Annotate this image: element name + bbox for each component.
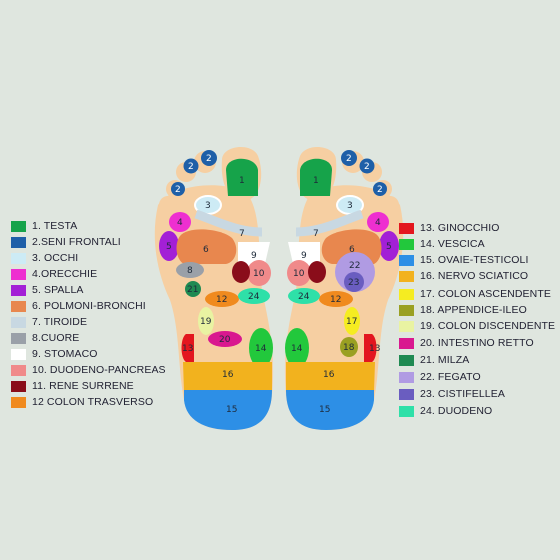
label-2-right-c: 2 bbox=[377, 185, 383, 195]
right-zone-14 bbox=[285, 328, 309, 368]
label-22-right: 22 bbox=[349, 261, 360, 271]
right-zone-16 bbox=[286, 362, 375, 392]
label-14-left: 14 bbox=[255, 344, 267, 354]
left-zone-5 bbox=[159, 231, 179, 261]
right-zone-labels: 1 2 2 2 3 4 5 6 7 9 10 22 23 12 24 17 18… bbox=[291, 154, 392, 415]
label-5-right: 5 bbox=[386, 242, 392, 252]
right-zone-6 bbox=[321, 229, 382, 264]
right-zone-18 bbox=[340, 337, 358, 357]
label-4-left: 4 bbox=[177, 218, 183, 228]
label-3-left: 3 bbox=[205, 201, 211, 211]
label-1-left: 1 bbox=[239, 176, 245, 186]
label-21-left: 21 bbox=[187, 285, 198, 295]
left-zone-1 bbox=[226, 158, 258, 196]
label-7-right: 7 bbox=[313, 229, 319, 239]
label-3-right: 3 bbox=[347, 201, 353, 211]
left-zone-2b bbox=[183, 158, 199, 174]
right-zone-15 bbox=[286, 390, 374, 430]
right-zone-2a bbox=[341, 150, 357, 166]
left-zone-21 bbox=[185, 281, 201, 297]
label-6-right: 6 bbox=[349, 245, 355, 255]
right-zone-7 bbox=[295, 209, 364, 237]
label-2-right-b: 2 bbox=[364, 162, 370, 172]
label-18-right: 18 bbox=[343, 343, 355, 353]
right-zone-17 bbox=[344, 307, 360, 335]
label-24-left: 24 bbox=[248, 292, 260, 302]
right-zone-11 bbox=[308, 261, 326, 283]
label-19-left: 19 bbox=[200, 317, 212, 327]
left-zone-24 bbox=[238, 288, 270, 304]
label-2-left-b: 2 bbox=[188, 162, 194, 172]
right-zone-23 bbox=[344, 272, 364, 292]
left-zone-labels: 1 2 2 2 3 4 5 6 7 9 8 10 21 12 24 19 20 … bbox=[166, 154, 267, 415]
label-10-right: 10 bbox=[293, 269, 305, 279]
left-zone-8 bbox=[176, 262, 204, 278]
label-15-right: 15 bbox=[319, 405, 330, 415]
label-6-left: 6 bbox=[203, 245, 209, 255]
right-zone-12 bbox=[319, 291, 353, 307]
label-13-left: 13 bbox=[182, 344, 193, 354]
right-toe-5 bbox=[381, 196, 399, 214]
label-24-right: 24 bbox=[298, 292, 310, 302]
label-9-left: 9 bbox=[251, 251, 257, 261]
label-12-left: 12 bbox=[216, 295, 227, 305]
left-zone-16 bbox=[183, 362, 272, 392]
right-zone-24 bbox=[288, 288, 320, 304]
label-23-right: 23 bbox=[348, 278, 359, 288]
label-16-right: 16 bbox=[323, 370, 335, 380]
left-zone-4 bbox=[169, 212, 191, 232]
label-14-right: 14 bbox=[291, 344, 303, 354]
left-foot bbox=[154, 146, 274, 430]
left-zone-15 bbox=[184, 390, 272, 430]
label-4-right: 4 bbox=[375, 218, 381, 228]
left-zone-11 bbox=[232, 261, 250, 283]
right-zone-4 bbox=[367, 212, 389, 232]
left-zone-2a bbox=[201, 150, 217, 166]
right-zone-10 bbox=[287, 260, 311, 286]
left-zone-19 bbox=[198, 307, 214, 335]
label-7-left: 7 bbox=[239, 229, 245, 239]
label-8-left: 8 bbox=[187, 266, 193, 276]
label-13-right: 13 bbox=[369, 344, 380, 354]
right-zone-1 bbox=[300, 158, 332, 196]
label-2-right-a: 2 bbox=[346, 154, 352, 164]
label-1-right: 1 bbox=[313, 176, 319, 186]
left-zone-2c bbox=[171, 182, 185, 196]
label-20-left: 20 bbox=[219, 335, 231, 345]
left-zone-20 bbox=[208, 331, 242, 347]
right-zone-5 bbox=[379, 231, 399, 261]
label-12-right: 12 bbox=[330, 295, 341, 305]
label-16-left: 16 bbox=[222, 370, 234, 380]
label-15-left: 15 bbox=[226, 405, 237, 415]
left-zone-12 bbox=[205, 291, 239, 307]
left-zone-7 bbox=[194, 209, 263, 237]
left-zone-6 bbox=[176, 229, 237, 264]
left-zone-13 bbox=[181, 334, 194, 362]
label-2-left-c: 2 bbox=[175, 185, 181, 195]
right-zone-2c bbox=[373, 182, 387, 196]
label-5-left: 5 bbox=[166, 242, 172, 252]
label-17-right: 17 bbox=[346, 317, 357, 327]
label-9-right: 9 bbox=[301, 251, 307, 261]
label-2-left-a: 2 bbox=[206, 154, 212, 164]
right-foot bbox=[284, 146, 404, 430]
left-zone-14 bbox=[249, 328, 273, 368]
label-10-left: 10 bbox=[253, 269, 265, 279]
right-zone-13 bbox=[364, 334, 377, 362]
left-toe-5 bbox=[159, 196, 177, 214]
left-zone-10 bbox=[247, 260, 271, 286]
right-zone-2b bbox=[359, 158, 375, 174]
